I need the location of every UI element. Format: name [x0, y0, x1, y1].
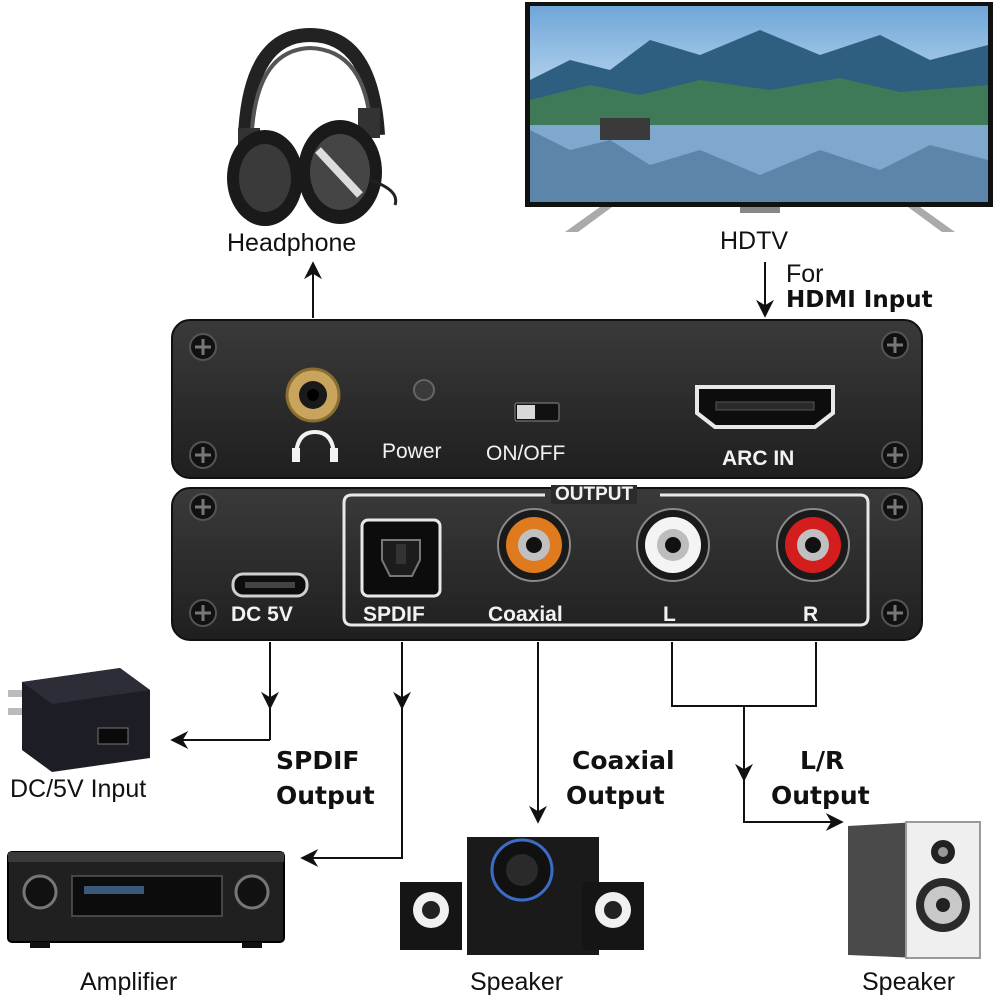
label-lr-output-line1: L/R [800, 746, 845, 775]
headphone-symbol-icon [294, 429, 336, 459]
device-label-l: L [663, 603, 676, 626]
power-adapter-icon [8, 668, 150, 772]
headphone-icon [227, 27, 398, 226]
left-audio-port[interactable] [636, 508, 710, 582]
amplifier-icon [7, 851, 285, 948]
device-label-power: Power [382, 440, 442, 463]
hdtv-icon [525, 2, 993, 232]
label-speaker-center: Speaker [470, 968, 564, 996]
power-led [413, 379, 435, 401]
label-amplifier: Amplifier [80, 968, 178, 996]
label-coaxial-output-line2: Output [566, 781, 665, 810]
device-label-dc-5v: DC 5V [231, 603, 293, 626]
label-speaker-right: Speaker [862, 968, 956, 996]
label-headphone: Headphone [227, 229, 357, 257]
label-dc5v-input: DC/5V Input [10, 775, 147, 803]
speaker-set-icon [400, 837, 644, 955]
coaxial-port[interactable] [497, 508, 571, 582]
arrow-lr-speaker [743, 780, 844, 831]
label-hdmi-input: HDMI Input [786, 287, 933, 313]
device-label-arc-in: ARC IN [722, 447, 795, 470]
label-spdif-output-line1: SPDIF [276, 746, 360, 775]
device-label-r: R [803, 603, 819, 626]
device-front-panel [171, 319, 923, 479]
label-lr-output-line2: Output [771, 781, 870, 810]
connection-arrows [170, 261, 844, 867]
label-coaxial-output-line1: Coaxial [572, 746, 675, 775]
device-label-coaxial: Coaxial [488, 603, 563, 626]
bookshelf-speaker-icon [848, 821, 981, 959]
label-hdtv: HDTV [720, 227, 789, 255]
device-rear-panel [171, 487, 923, 641]
device-label-spdif: SPDIF [363, 603, 425, 626]
arrow-spdif-amp [300, 708, 403, 867]
device-label-on-off: ON/OFF [486, 442, 566, 465]
label-for: For [786, 260, 824, 288]
label-spdif-output-line2: Output [276, 781, 375, 810]
right-audio-port[interactable] [776, 508, 850, 582]
device-label-output: OUTPUT [551, 485, 638, 504]
